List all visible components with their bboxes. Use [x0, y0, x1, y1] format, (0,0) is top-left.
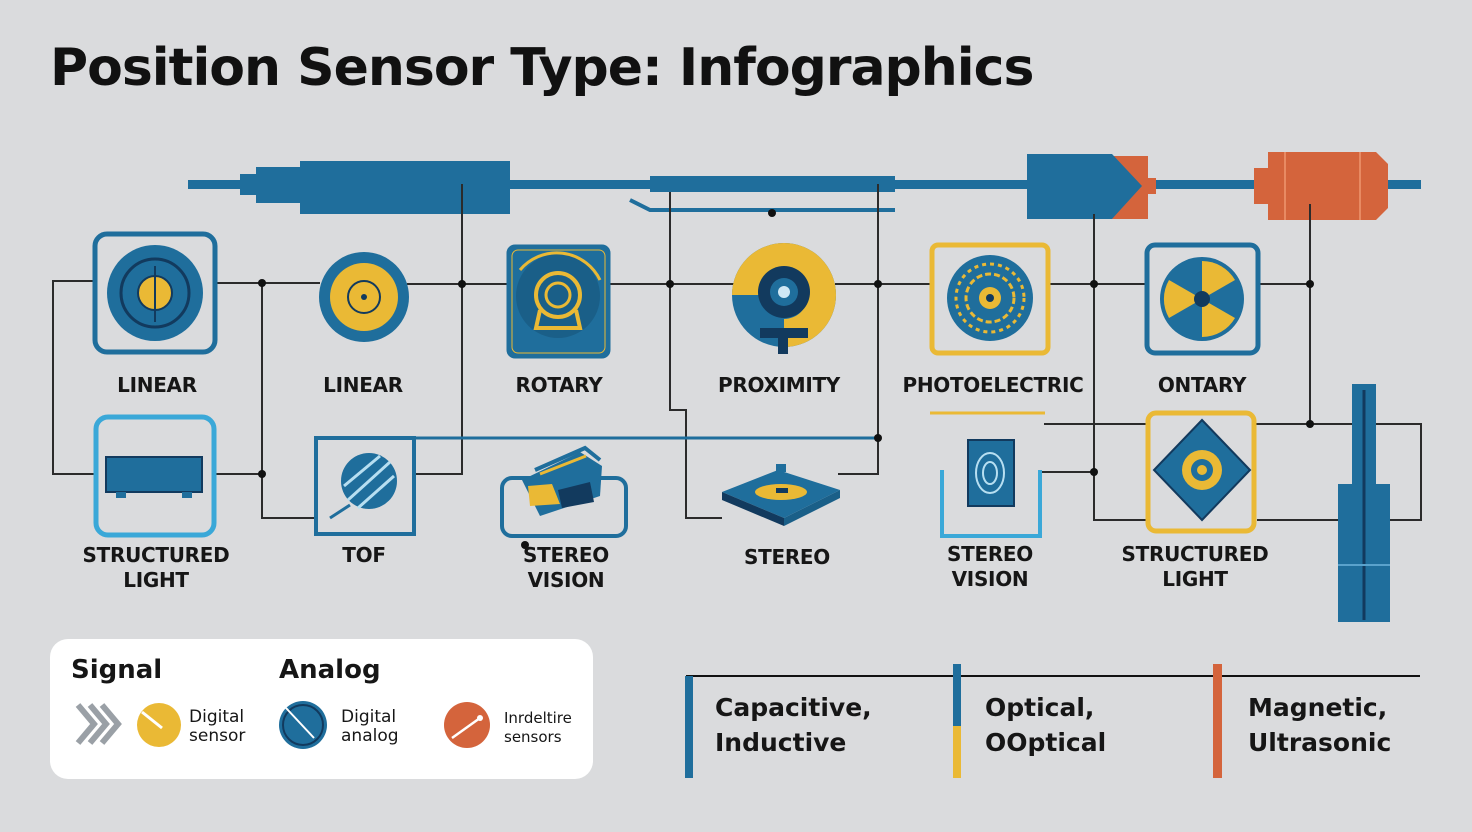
legend-item-text: Inrdeltire sensors	[504, 709, 572, 746]
rod-cylinder-orange-icon	[1254, 152, 1388, 220]
sensor-label: STEREO VISION	[947, 542, 1033, 591]
proximity-lens-icon	[732, 243, 836, 354]
rod-block-orange-icon	[1027, 154, 1156, 219]
disc-icon	[319, 252, 409, 342]
sensor-label: ONTARY	[1157, 373, 1247, 397]
vertical-connector-icon	[1338, 384, 1390, 622]
category-bar-optical	[953, 664, 961, 778]
camera-head-icon	[500, 445, 628, 538]
dial-icon	[279, 701, 327, 749]
legend-panel: Signal Analog Digital sensor Digital ana…	[50, 639, 593, 779]
category-text-capacitive: Capacitive, Inductive	[715, 693, 872, 757]
legend-signal-heading: Signal	[71, 655, 163, 685]
legend-item-text: Digital sensor	[189, 707, 246, 746]
sensor-label: STEREO VISION	[523, 543, 609, 592]
category-text-magnetic: Magnetic, Ultrasonic	[1248, 693, 1392, 757]
category-text-optical: Optical, OOptical	[985, 693, 1107, 757]
spiral-box-icon	[940, 439, 1042, 538]
sensor-label: PHOTOELECTRIC	[902, 373, 1084, 397]
category-bar-magnetic	[1213, 664, 1222, 778]
striped-disc-icon	[314, 436, 416, 536]
photoelectric-disc-icon	[929, 242, 1051, 356]
legend-analog-heading: Analog	[279, 655, 381, 685]
sensor-label: STRUCTURED LIGHT	[1121, 542, 1269, 591]
diamond-target-icon	[1145, 410, 1257, 534]
legend-item-text: Digital analog	[341, 707, 399, 746]
projector-icon	[93, 414, 217, 538]
top-rod	[188, 161, 1421, 214]
sensor-label: STRUCTURED LIGHT	[82, 543, 230, 592]
sensor-label: ROTARY	[515, 373, 603, 397]
rotary-encoder-icon	[506, 244, 611, 359]
rounded-square-disc-icon	[92, 231, 218, 355]
sensor-label: TOF	[342, 543, 386, 567]
sensor-label: LINEAR	[117, 373, 197, 397]
page-title: Position Sensor Type: Infographics	[50, 38, 1034, 98]
sensor-label: STEREO	[744, 545, 830, 569]
fan-wheel-icon	[1144, 242, 1261, 356]
sensor-label: PROXIMITY	[718, 373, 840, 397]
chevron-arrows-icon	[75, 703, 122, 745]
category-bar-capacitive	[685, 676, 693, 778]
needle-gauge-icon	[444, 702, 490, 748]
stereo-plate-icon	[722, 464, 840, 526]
yellow-dial-icon	[137, 703, 181, 747]
sensor-label: LINEAR	[323, 373, 403, 397]
